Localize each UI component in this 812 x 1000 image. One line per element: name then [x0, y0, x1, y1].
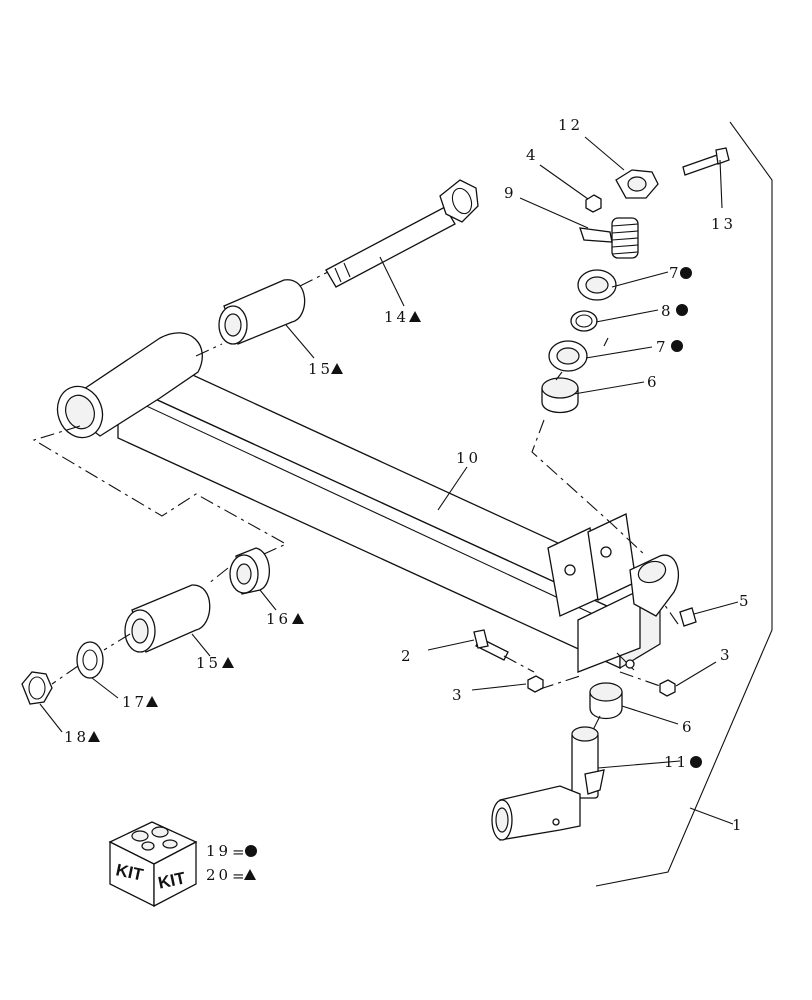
- assembly-bracket-line: [595, 121, 773, 887]
- kit-legend-eq-20: =: [232, 867, 248, 885]
- nut-part-3-left: [527, 675, 544, 693]
- washer-part-7a: [577, 269, 617, 301]
- kit-legend: KIT KIT 19 = 20 =: [108, 821, 257, 908]
- callout-15a: 15: [308, 360, 333, 378]
- callout-15b: 15: [196, 654, 221, 672]
- marker-triangle-15a: [331, 363, 343, 374]
- washer-part-7b: [548, 340, 588, 372]
- callout-6b: 6: [682, 718, 695, 736]
- callout-9: 9: [504, 184, 517, 202]
- callout-11: 11: [664, 753, 689, 771]
- callout-3a: 3: [452, 686, 465, 704]
- nut-part-4: [585, 194, 602, 213]
- callout-17: 17: [122, 693, 147, 711]
- kit-box-icon: [108, 821, 198, 908]
- arm-assembly: [56, 332, 679, 673]
- nut-part-3-right: [659, 679, 676, 697]
- spindle-part-11: [491, 726, 605, 841]
- callout-7a: 7: [669, 264, 682, 282]
- marker-triangle-18: [88, 731, 100, 742]
- lock-washer-part-17: [76, 641, 104, 679]
- kit-legend-eq-19: =: [232, 843, 248, 861]
- bushing-part-15-lower: [124, 584, 211, 653]
- callout-5: 5: [739, 592, 752, 610]
- callout-markers: [88, 267, 702, 768]
- callout-18: 18: [64, 728, 89, 746]
- bolt-part-2: [473, 629, 509, 661]
- center-lines: [32, 271, 679, 733]
- snap-ring-part-8: [570, 310, 598, 332]
- marker-circle-7a: [680, 267, 692, 279]
- kit-legend-num-19: 19: [206, 842, 231, 860]
- bushing-part-6-upper: [541, 377, 579, 414]
- spacer-part-16: [229, 547, 270, 595]
- leader-lines: [39, 136, 739, 769]
- bushing-part-15-upper: [218, 279, 306, 345]
- callout-7b: 7: [656, 338, 669, 356]
- marker-triangle-17: [146, 696, 158, 707]
- callout-1: 1: [732, 816, 745, 834]
- grease-fitting-part-5: [679, 607, 697, 627]
- callout-14: 14: [384, 308, 409, 326]
- callout-10: 10: [456, 449, 481, 467]
- kit-legend-num-20: 20: [206, 866, 231, 884]
- callout-12: 12: [558, 116, 583, 134]
- marker-triangle-16: [292, 613, 304, 624]
- callout-2: 2: [401, 647, 414, 665]
- marker-circle-7b: [671, 340, 683, 352]
- bolt-part-13: [682, 147, 730, 176]
- marker-triangle-14: [409, 311, 421, 322]
- callout-16: 16: [266, 610, 291, 628]
- spring-part-9: [579, 217, 639, 259]
- nut-part-18: [21, 671, 53, 705]
- bushing-part-6-lower: [589, 682, 623, 720]
- callout-8: 8: [661, 302, 674, 320]
- callout-6a: 6: [647, 373, 660, 391]
- marker-circle-8: [676, 304, 688, 316]
- callout-13: 13: [711, 215, 736, 233]
- callout-labels: 12 4 9 13 7 8 7 6 14 15 10 5 16 15 2 3 3…: [64, 116, 752, 834]
- callout-3b: 3: [720, 646, 733, 664]
- kit-legend-circle-marker: [245, 845, 257, 857]
- marker-circle-11: [690, 756, 702, 768]
- callout-4: 4: [526, 146, 539, 164]
- clamp-nut-part-12: [615, 169, 659, 199]
- long-bolt-part-14: [325, 179, 479, 288]
- marker-triangle-15b: [222, 657, 234, 668]
- kit-legend-triangle-marker: [244, 869, 256, 880]
